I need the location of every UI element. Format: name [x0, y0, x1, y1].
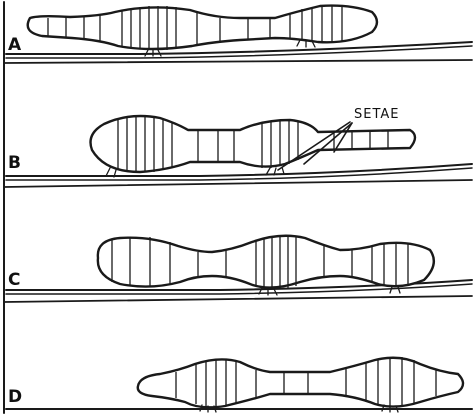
panel-letter: B [8, 153, 21, 173]
panel-a: A [6, 5, 472, 58]
panel-d: D [6, 357, 472, 412]
panel-letter: A [8, 35, 22, 55]
worm-body [28, 6, 377, 49]
panel-divider [4, 180, 472, 187]
panel-c: C [6, 235, 472, 295]
panel-divider [4, 60, 472, 63]
setae-label: SETAE [354, 107, 400, 122]
panel-letter: C [8, 270, 20, 290]
worm-body [91, 116, 416, 172]
panel-b: SETAE B [6, 107, 472, 180]
panel-letter: D [8, 387, 22, 407]
panel-divider [4, 296, 472, 302]
ground-surface [6, 164, 472, 180]
ground-surface [6, 42, 472, 58]
